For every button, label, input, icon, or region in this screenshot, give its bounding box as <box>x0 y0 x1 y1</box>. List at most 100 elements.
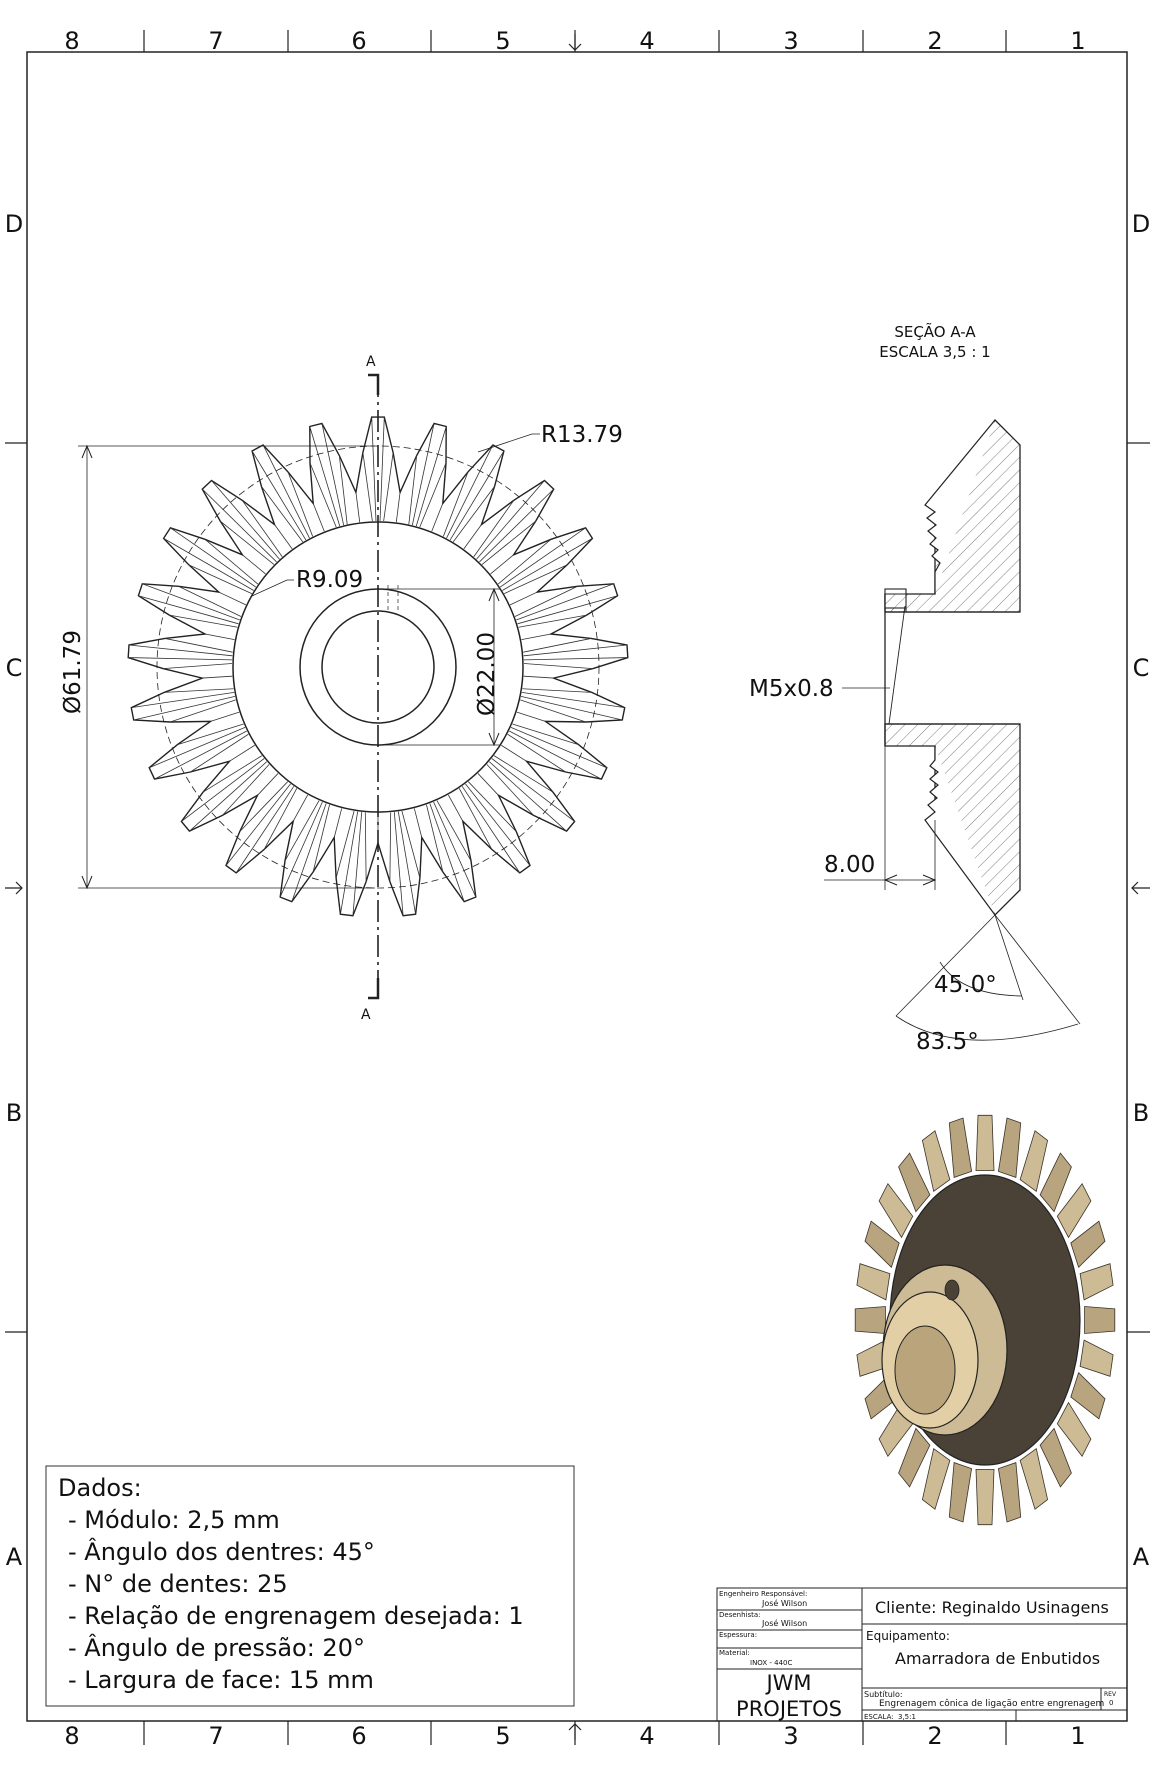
iso-tooth <box>1079 1263 1114 1301</box>
gear-isometric-view <box>854 1114 1116 1526</box>
tooth-edge <box>389 812 392 882</box>
zone-col-top: 6 <box>351 27 366 55</box>
section-title: SEÇÃO A-A <box>894 322 976 341</box>
tooth-edge <box>287 471 314 537</box>
iso-tooth <box>975 1469 995 1526</box>
tooth-edge <box>189 761 268 832</box>
tooth-edge <box>465 783 531 866</box>
gear-section-view: SEÇÃO A-A ESCALA 3,5 : 1 M5x0.8 8.00 <box>749 322 1081 1055</box>
thread-label: M5x0.8 <box>749 676 834 702</box>
tooth-root-line <box>333 808 343 838</box>
tooth-edge <box>177 723 244 746</box>
zone-col-bottom: 7 <box>208 1722 223 1750</box>
tooth-edge <box>364 812 367 882</box>
zone-col-top: 3 <box>783 27 798 55</box>
des-label: Desenhista: <box>719 1611 761 1619</box>
tooth-edge <box>335 810 355 878</box>
equip-value: Amarradora de Enbutidos <box>895 1649 1100 1668</box>
sheet-border <box>26 51 1128 1722</box>
tooth-edge <box>338 455 348 525</box>
company-1: JWM <box>764 1671 811 1695</box>
tooth-edge <box>481 520 537 565</box>
iso-tooth <box>948 1117 973 1178</box>
iso-tooth <box>1019 1448 1049 1510</box>
tooth-edge <box>415 426 447 527</box>
bore-inner <box>321 610 435 724</box>
iso-tooth <box>1056 1401 1092 1458</box>
zone-row-right: C <box>1133 654 1150 682</box>
tooth-edge <box>170 527 257 588</box>
tooth-root-line <box>257 773 279 796</box>
iso-tooth <box>1079 1339 1114 1377</box>
leader-r13 <box>477 433 540 453</box>
section-scale: ESCALA 3,5 : 1 <box>879 343 990 361</box>
tooth-edge <box>393 812 404 916</box>
upper-teeth-outline <box>924 419 996 594</box>
tooth-root-line <box>229 744 255 762</box>
zone-col-bottom: 6 <box>351 1722 366 1750</box>
tooth-edge <box>458 788 493 850</box>
zone-col-bottom: 5 <box>495 1722 510 1750</box>
dim-bore-lines <box>380 587 500 747</box>
tooth-edge <box>523 657 628 661</box>
tooth-edge <box>523 644 628 657</box>
tooth-edge <box>202 755 263 793</box>
rev-label: REV <box>1104 1691 1117 1698</box>
tooth-edge <box>522 688 592 693</box>
tooth-edge <box>279 801 323 898</box>
client: Cliente: Reginaldo Usinagens <box>875 1598 1109 1617</box>
tooth-edge <box>142 583 240 621</box>
tooth-edge <box>128 644 233 657</box>
zone-row-left: A <box>6 1543 23 1571</box>
iso-thread-hole <box>944 1279 960 1301</box>
tooth-edge <box>461 786 521 874</box>
tooth-edge <box>520 699 586 723</box>
iso-tooth <box>1084 1306 1116 1334</box>
zone-ticks <box>5 30 1150 1745</box>
notes-line-3: - N° de dentes: 25 <box>68 1570 288 1598</box>
tooth-root-line <box>509 591 538 606</box>
dim-outer-radius: R13.79 <box>541 422 623 448</box>
eng-value: José Wilson <box>761 1598 807 1608</box>
tooth-edge <box>397 811 416 915</box>
dim-hub-lines <box>824 746 937 890</box>
tooth-edge <box>509 730 602 780</box>
subtitle-label: Subtítulo: <box>864 1690 903 1699</box>
notes-line-1: - Módulo: 2,5 mm <box>68 1506 280 1534</box>
tooth-edge <box>162 663 233 670</box>
tooth-edge <box>181 758 265 822</box>
tooth-edge <box>436 800 472 862</box>
iso-tooth <box>1039 1427 1072 1488</box>
tooth-root-line <box>395 492 401 523</box>
tooth-edge <box>204 539 259 585</box>
zone-col-bottom: 8 <box>64 1722 79 1750</box>
tooth-edge <box>449 450 505 541</box>
rev-value: 0 <box>1109 1699 1113 1707</box>
iso-bore <box>894 1325 956 1415</box>
tooth-root-line <box>477 773 499 796</box>
tooth-edge <box>263 788 298 850</box>
tooth-root-line <box>202 675 233 679</box>
angle-83: 83.5° <box>916 1029 979 1055</box>
iso-tooth <box>856 1263 891 1301</box>
tooth-edge <box>504 564 568 594</box>
zone-col-bottom: 2 <box>927 1722 942 1750</box>
zone-row-left: B <box>6 1099 22 1127</box>
tooth-edge <box>149 726 246 769</box>
zone-row-left: C <box>6 654 23 682</box>
section-mark-top: A <box>366 354 376 370</box>
iso-tooth <box>948 1462 973 1523</box>
tooth-edge <box>433 801 477 898</box>
tooth-edge <box>468 781 517 832</box>
tooth-edge <box>133 695 236 721</box>
tooth-edge <box>284 800 320 862</box>
tooth-edge <box>426 804 444 873</box>
tooth-edge <box>131 691 235 709</box>
tooth-edge <box>321 423 345 526</box>
angle-45: 45.0° <box>934 972 997 998</box>
zone-row-left: D <box>5 210 23 238</box>
angle-dim-lines <box>895 914 1081 1041</box>
tooth-edge <box>512 723 579 746</box>
zone-col-bottom: 3 <box>783 1722 798 1750</box>
